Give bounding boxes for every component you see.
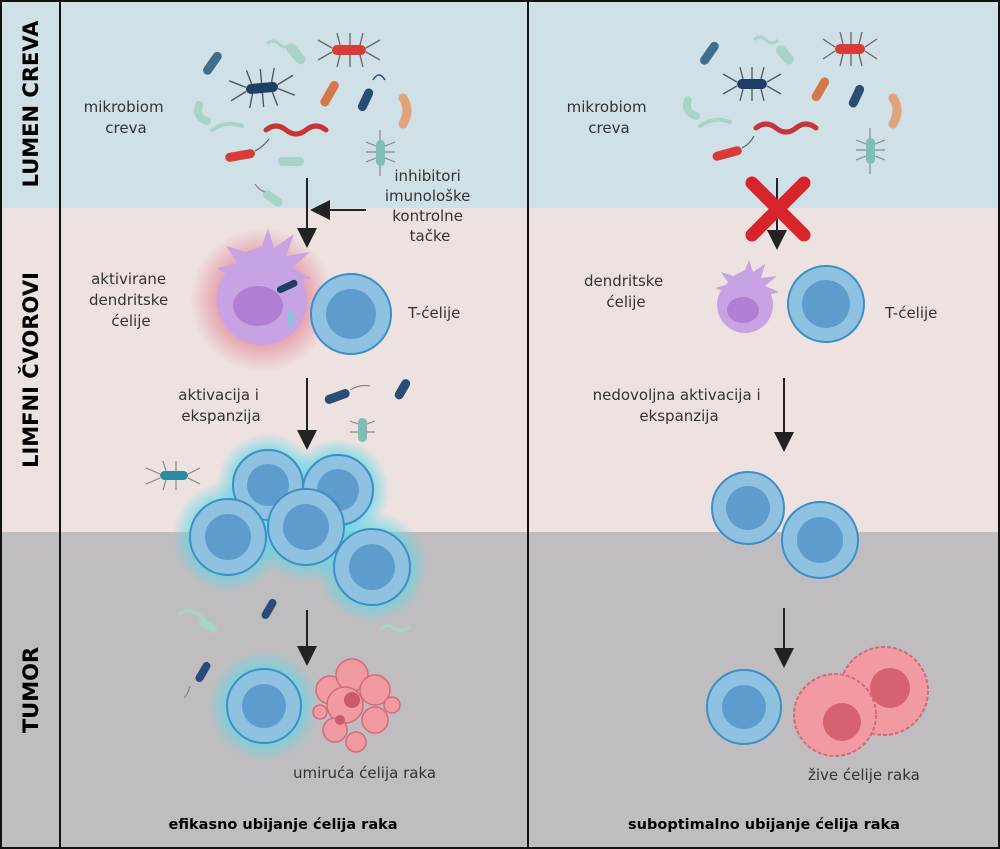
right-dendritic-cell <box>715 260 779 333</box>
left-expanded-t-cell-cluster <box>172 433 428 623</box>
left-killing-t-cell <box>208 650 320 762</box>
left-activation-label: aktivacija i ekspanzija <box>178 386 264 425</box>
left-inhibitors-label: inhibitori imunološke kontrolne tačke <box>385 167 475 245</box>
right-caption: suboptimalno ubijanje ćelija raka <box>628 817 900 833</box>
left-dendritic-label: aktivirane dendritske ćelije <box>89 270 173 330</box>
right-t-cells-few <box>711 471 859 579</box>
right-living-label: žive ćelije raka <box>808 766 920 784</box>
right-microbiome-label: mikrobiom creva <box>567 98 652 137</box>
blocked-cross-icon <box>745 176 811 242</box>
left-t-cell <box>310 273 392 355</box>
left-tcells-label: T-ćelije <box>407 304 460 322</box>
band-label-lumen: LUMEN CREVA <box>19 20 43 188</box>
left-caption: efikasno ubijanje ćelija raka <box>168 817 397 833</box>
lymph-band-bg <box>0 208 1000 532</box>
left-microbiome-bacteria <box>194 32 412 207</box>
right-activation-label: nedovoljna aktivacija i ekspanzija <box>593 386 766 425</box>
dying-cancer-cell <box>312 658 401 753</box>
left-cluster-bacterium <box>145 460 201 491</box>
left-dying-label: umiruća ćelija raka <box>293 764 436 782</box>
band-label-lymph: LIMFNI ČVOROVI <box>18 272 43 468</box>
right-tumor-t-cell <box>706 669 782 745</box>
activated-dendritic-cell <box>190 228 334 372</box>
left-activation-bacteria <box>324 379 411 442</box>
band-label-tumor: TUMOR <box>19 647 43 733</box>
lumen-band-bg <box>0 0 1000 208</box>
right-microbiome-bacteria <box>683 31 902 174</box>
left-microbiome-label: mikrobiom creva <box>84 98 169 137</box>
living-cancer-cells <box>793 646 929 757</box>
right-tcells-label: T-ćelije <box>884 304 937 322</box>
left-tumor-bacteria <box>177 598 412 699</box>
right-dendritic-label: dendritske ćelije <box>584 272 668 311</box>
right-t-cell <box>787 265 865 343</box>
